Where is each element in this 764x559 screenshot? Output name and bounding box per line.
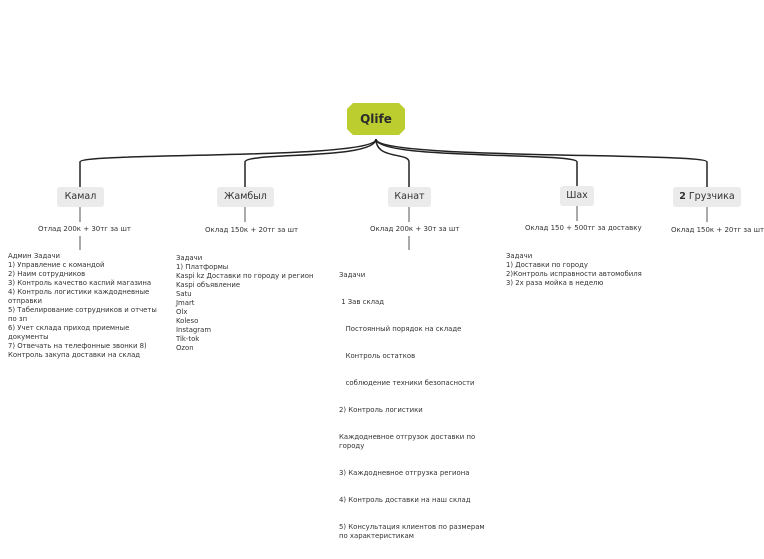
connector-lines (79, 138, 708, 250)
branch-salary-gruzchika: Оклад 150к + 20тг за шт (671, 226, 764, 234)
root-label: Qlife (360, 112, 392, 126)
branch-notes-shah: Задачи 1) Доставки по городу 2)Контроль … (506, 252, 656, 288)
branch-node-zhambyl[interactable]: Жамбыл (217, 187, 274, 207)
note-line: Jmart (176, 299, 195, 307)
branch-notes-kanat: Задачи 1 Зав склад Постоянный порядок на… (339, 253, 489, 559)
note-line: 1 Зав склад (339, 298, 384, 306)
branch-salary-kamal: Отлад 200к + 30тг за шт (38, 225, 131, 233)
link-kanat (375, 138, 410, 187)
link-kamal (79, 138, 377, 187)
branch-node-shah[interactable]: Шах (560, 186, 594, 206)
branch-title: Камал (64, 191, 97, 202)
link-zhambyl (244, 138, 377, 187)
branch-title-number: 2 (679, 191, 686, 202)
branch-title: Жамбыл (224, 191, 267, 202)
note-line: Olx (176, 308, 188, 316)
note-line: 3) Контроль качество каспий магазина 4) … (8, 279, 152, 305)
branch-salary-shah: Оклад 150 + 500тг за доставку (525, 224, 642, 232)
note-line: Постоянный порядок на складе (339, 325, 462, 333)
branch-notes-kamal: Админ Задачи 1) Управление с командой 2)… (8, 252, 158, 360)
note-line: Kaspi объявление (176, 281, 241, 289)
note-line: 4) Контроль доставки на наш склад (339, 496, 471, 504)
note-line: Каждодневное отгрузок доставки по городу (339, 433, 476, 450)
note-line: 6) Учет склада приход приемные документы (8, 324, 130, 341)
note-line: соблюдение техники безопасности (339, 379, 475, 387)
note-line: 5) Консультация клиентов по размерам по … (339, 523, 485, 540)
note-line: 1) Управление с командой (8, 261, 105, 269)
note-line: Задачи (176, 254, 203, 262)
note-line: Instagram (176, 326, 212, 334)
branch-title: Грузчика (688, 191, 735, 202)
note-line: Контроль остатков (339, 352, 416, 360)
note-line: 7) Отвечать на телефонные звонки 8) Конт… (8, 342, 147, 359)
note-line: 3) 2х раза мойка в неделю (506, 279, 604, 287)
note-line: Koleso (176, 317, 199, 325)
note-line: 2)Контроль исправности автомобиля (506, 270, 642, 278)
note-line: Задачи (339, 271, 366, 279)
branch-node-gruzchika[interactable]: 2 Грузчика (673, 187, 741, 207)
link-gruzchika (375, 138, 708, 187)
note-line: Ozon (176, 344, 194, 352)
note-line: 1) Платформы (176, 263, 229, 271)
note-line: 5) Табелирование сотрудников и отчеты по… (8, 306, 157, 323)
root-node[interactable]: Qlife (347, 103, 405, 135)
note-line: 3) Каждодневное отгрузка региона (339, 469, 470, 477)
branch-salary-kanat: Оклад 200к + 30т за шт (370, 225, 460, 233)
branch-node-kanat[interactable]: Канат (388, 187, 431, 207)
note-line: 2) Контроль логистики (339, 406, 423, 414)
branch-title: Шах (566, 190, 588, 201)
note-line: Задачи (506, 252, 533, 260)
branch-notes-zhambyl: Задачи 1) Платформы Kaspi kz Доставки по… (176, 254, 336, 353)
link-shah (375, 138, 578, 186)
note-line: Kaspi kz Доставки по городу и регион (176, 272, 314, 280)
note-line: Админ Задачи (8, 252, 61, 260)
root-shape (347, 103, 405, 135)
branch-title: Канат (394, 191, 425, 202)
note-line: Tik-tok (176, 335, 200, 343)
branch-node-kamal[interactable]: Камал (57, 187, 104, 207)
note-line: 2) Наим сотрудников (8, 270, 86, 278)
note-line: 1) Доставки по городу (506, 261, 588, 269)
branch-salary-zhambyl: Оклад 150к + 20тг за шт (205, 226, 299, 234)
note-line: Satu (176, 290, 192, 298)
mind-map-canvas: Qlife Камал Отлад 200к + 30тг за шт Адми… (8, 103, 764, 540)
